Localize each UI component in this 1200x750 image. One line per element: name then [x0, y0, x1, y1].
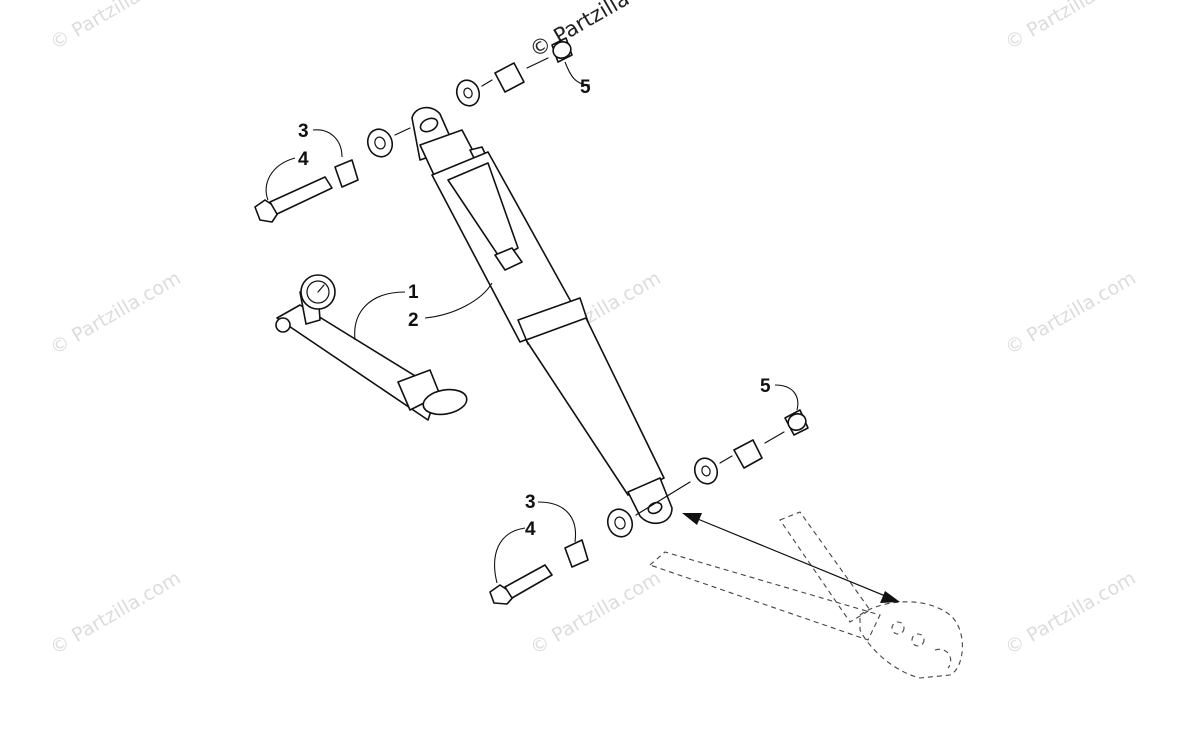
watermark-bottom-left: © Partzilla.com [47, 567, 185, 659]
shock-absorber [411, 106, 673, 525]
callout-top-5: 5 [580, 77, 591, 98]
callout-bottom-4: 4 [525, 519, 536, 540]
watermark-top-center: © Partzilla [526, 0, 634, 62]
callout-mid-1: 1 [408, 282, 419, 303]
watermark-mid-left: © Partzilla.com [47, 267, 185, 359]
callout-right-5: 5 [760, 376, 771, 397]
callout-top-4: 4 [298, 149, 309, 170]
watermark-bottom-right: © Partzilla.com [1002, 567, 1140, 659]
callout-mid-2: 2 [408, 310, 419, 331]
gauge-pump [275, 274, 468, 421]
mounting-arrow [682, 513, 900, 603]
watermark-bottom-center: © Partzilla.com [527, 567, 665, 659]
leader-lines [265, 61, 799, 584]
bottom-hardware [489, 409, 809, 605]
watermark-mid-right: © Partzilla.com [1002, 267, 1140, 359]
watermarks: © Partzilla.com © Partzilla.com © Partzi… [47, 0, 1140, 659]
callout-bottom-3: 3 [525, 492, 536, 513]
watermark-top-right: © Partzilla.com [1002, 0, 1140, 54]
callout-top-3: 3 [298, 121, 309, 142]
top-hardware [254, 37, 573, 223]
callouts: 5 3 4 1 2 5 3 4 [298, 77, 771, 540]
watermark-top-left: © Partzilla.com [47, 0, 185, 54]
a-arm-dashed [648, 511, 963, 679]
